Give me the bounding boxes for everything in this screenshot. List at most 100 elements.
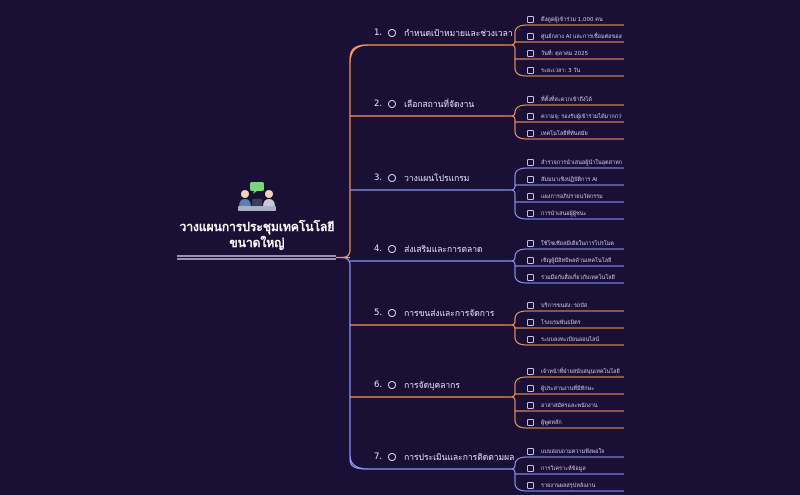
leaf-label: แผงการอภิปรายนวัตกรรม [541,193,603,200]
leaf-label: ผู้ประสานงานที่มีทักษะ [541,385,595,392]
leaf-topic[interactable]: ที่ตั้งที่สะดวกเข้าถึงได้ [527,94,622,105]
task-circle-icon[interactable] [388,453,397,461]
leaf-label: บริการขนส่ง: รถบัส [541,302,588,309]
task-circle-icon[interactable] [388,174,397,182]
leaf-topic[interactable]: ความจุ: รองรับผู้เข้าร่วมได้มากกว่าพัน [527,111,622,122]
checkbox-icon[interactable] [527,319,534,326]
branch-label: กำหนดเป้าหมายและช่วงเวลา [404,29,513,39]
leaf-label: ระยะเวลา: 3 วัน [541,67,581,74]
checkbox-icon[interactable] [527,193,534,200]
checkbox-icon[interactable] [527,385,534,392]
task-circle-icon[interactable] [388,245,397,253]
branch-connector [349,44,369,64]
leaf-brace [510,24,528,77]
checkbox-icon[interactable] [527,274,534,281]
root-title-line2: ขนาดใหญ่ [229,236,285,250]
task-circle-icon[interactable] [388,381,397,389]
trunk-brace-upper [341,44,369,259]
branch-number: 6. [374,380,383,390]
checkbox-icon[interactable] [527,67,534,74]
leaf-topic[interactable]: รายงานผลสรุปหลังงาน [527,480,622,491]
leaf-topic[interactable]: ใช้โซเชียลมีเดียในการโปรโมต [527,238,622,249]
leaf-brace [510,310,528,346]
branch-topic-1[interactable]: 1. กำหนดเป้าหมายและช่วงเวลา [374,25,513,41]
leaf-label: ใช้โซเชียลมีเดียในการโปรโมต [541,240,614,247]
checkbox-icon[interactable] [527,130,534,137]
task-circle-icon[interactable] [388,29,397,37]
checkbox-icon[interactable] [527,419,534,426]
leaf-label: ความจุ: รองรับผู้เข้าร่วมได้มากกว่าพัน [541,113,622,120]
root-topic[interactable]: วางแผนการประชุมเทคโนโลยี ขนาดใหญ่ [178,219,336,251]
checkbox-icon[interactable] [527,336,534,343]
leaf-label: เชิญผู้มีอิทธิพลด้านเทคโนโลยี [541,257,612,264]
leaf-topic[interactable]: การวิเคราะห์ข้อมูล [527,463,622,474]
leaf-brace [510,456,528,492]
leaf-topic[interactable]: เจ้าหน้าที่ฝ่ายสนับสนุนเทคโนโลยี [527,366,622,377]
branch-connector [349,454,369,470]
leaf-label: ศูนย์กลาง AI และการเชื่อมต่อของเครือข่าย [541,33,622,40]
checkbox-icon[interactable] [527,465,534,472]
leaf-topic[interactable]: เทคโนโลยีที่ทันสมัย [527,128,622,139]
checkbox-icon[interactable] [527,482,534,489]
branch-topic-7[interactable]: 7.การประเมินและการติดตามผล [374,449,514,465]
leaf-topic[interactable]: โรงแรมพันธมิตร [527,317,622,328]
leaf-topic[interactable]: ร่วมมือกับสื่อเกี่ยวกับเทคโนโลยี [527,272,622,283]
checkbox-icon[interactable] [527,210,534,217]
branch-label: การจัดบุคลากร [404,381,460,391]
branch-topic-4[interactable]: 4.ส่งเสริมและการตลาด [374,241,482,257]
meeting-people-icon [238,182,276,211]
leaf-topic[interactable]: ดึงดูดผู้เข้าร่วม 1,000 คน [527,14,622,25]
leaf-label: การนำเสนอผู้ผู้ชนะ [541,210,587,217]
branch-number: 7. [374,452,383,462]
leaf-label: ร่วมมือกับสื่อเกี่ยวกับเทคโนโลยี [541,274,615,281]
checkbox-icon[interactable] [527,159,534,166]
checkbox-icon[interactable] [527,240,534,247]
leaf-label: วันที่: ตุลาคม 2025 [541,50,589,57]
leaf-topic[interactable]: ระบบลงทะเบียนออนไลน์ [527,334,622,345]
leaf-topic[interactable]: ระยะเวลา: 3 วัน [527,65,622,76]
leaf-label: ดึงดูดผู้เข้าร่วม 1,000 คน [541,16,603,23]
checkbox-icon[interactable] [527,113,534,120]
leaf-label: แบบสอบถามความพึงพอใจ [541,448,605,455]
branch-label: ส่งเสริมและการตลาด [404,245,483,255]
leaf-label: โรงแรมพันธมิตร [541,319,581,326]
branch-topic-5[interactable]: 5.การขนส่งและการจัดการ [374,305,494,321]
leaf-topic[interactable]: แบบสอบถามความพึงพอใจ [527,446,622,457]
leaf-label: อาสาสมัครและพนักงาน [541,402,598,409]
checkbox-icon[interactable] [527,302,534,309]
checkbox-icon[interactable] [527,33,534,40]
leaf-brace [510,104,528,140]
leaf-topic[interactable]: ผู้ประสานงานที่มีทักษะ [527,383,622,394]
checkbox-icon[interactable] [527,402,534,409]
trunk-brace-lower [341,256,369,470]
checkbox-icon[interactable] [527,448,534,455]
branch-topic-3[interactable]: 3.วางแผนโปรแกรม [374,170,469,186]
leaf-topic[interactable]: เชิญผู้มีอิทธิพลด้านเทคโนโลยี [527,255,622,266]
leaf-topic[interactable]: บริการขนส่ง: รถบัส [527,300,622,311]
leaf-label: ระบบลงทะเบียนออนไลน์ [541,336,600,343]
leaf-topic[interactable]: อาสาสมัครและพนักงาน [527,400,622,411]
task-circle-icon[interactable] [388,309,397,317]
branch-topic-2[interactable]: 2.เลือกสถานที่จัดงาน [374,96,474,112]
branch-label: การขนส่งและการจัดการ [404,309,495,319]
task-circle-icon[interactable] [388,100,397,108]
leaf-label: ผู้พูดหลัก [541,419,562,426]
checkbox-icon[interactable] [527,368,534,375]
checkbox-icon[interactable] [527,176,534,183]
leaf-label: การวิเคราะห์ข้อมูล [541,465,586,472]
leaf-brace [510,376,528,429]
checkbox-icon[interactable] [527,96,534,103]
leaf-topic[interactable]: ศูนย์กลาง AI และการเชื่อมต่อของเครือข่าย [527,31,622,42]
leaf-topic[interactable]: ผู้พูดหลัก [527,417,622,428]
checkbox-icon[interactable] [527,257,534,264]
leaf-topic[interactable]: วันที่: ตุลาคม 2025 [527,48,622,59]
checkbox-icon[interactable] [527,50,534,57]
branch-topic-6[interactable]: 6. การจัดบุคลากร [374,377,460,393]
leaf-topic[interactable]: สำรวจการนำเสนอผู้นำในอุตสาหกรรม [527,157,622,168]
branch-number: 1. [374,28,383,38]
leaf-topic[interactable]: การนำเสนอผู้ผู้ชนะ [527,208,622,219]
leaf-topic[interactable]: แผงการอภิปรายนวัตกรรม [527,191,622,202]
leaf-topic[interactable]: สัมมนาเชิงปฏิบัติการ AI [527,174,622,185]
checkbox-icon[interactable] [527,16,534,23]
